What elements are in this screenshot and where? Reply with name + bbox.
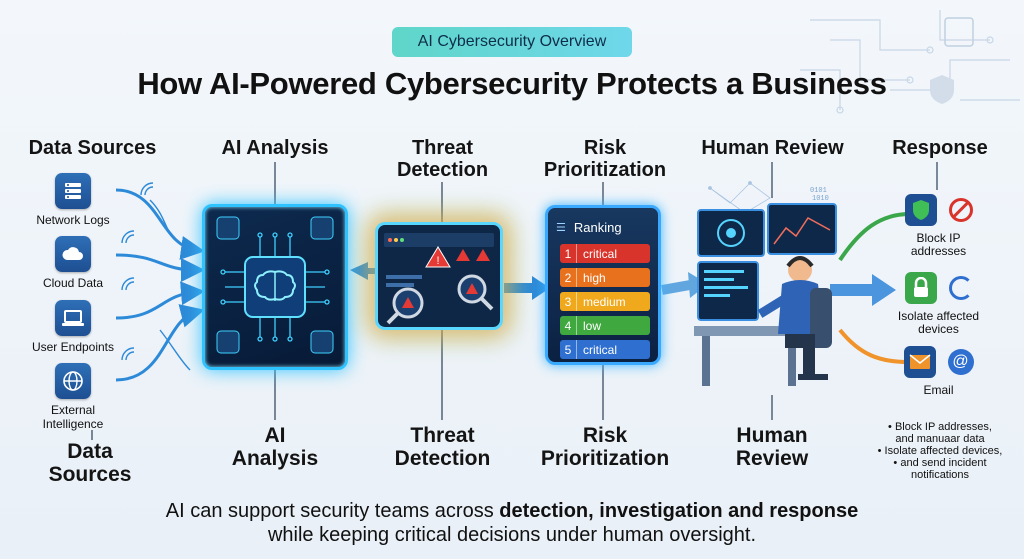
response-label: addresses	[910, 244, 967, 258]
stage-label-line: Risk	[583, 137, 627, 159]
response-icons: @	[886, 346, 991, 378]
source-external-intelligence: External Intelligence	[30, 363, 116, 431]
source-label: User Endpoints	[31, 340, 115, 354]
analyst-workstation-illustration: 0101 1010	[694, 181, 837, 386]
globe-icon	[55, 363, 91, 399]
ranking-row: 4 low	[560, 316, 650, 335]
bullet-line: notifications	[910, 469, 970, 481]
ranking-header-label: Ranking	[573, 219, 622, 235]
stage-label-line: Threat	[410, 424, 475, 447]
stage-label-line: Risk	[582, 424, 628, 447]
source-user-endpoints: User Endpoints	[22, 300, 124, 354]
ranking-level: critical	[583, 342, 618, 357]
threat-graphic: !	[384, 233, 494, 325]
ranking-row: 3 medium	[560, 292, 650, 311]
stage-label-line: Review	[735, 447, 809, 470]
circuit-decoration	[800, 10, 1020, 114]
response-label: devices	[918, 322, 959, 336]
bottom-label-risk-prioritization: Risk Prioritization	[530, 424, 680, 470]
source-label: Intelligence	[42, 417, 104, 431]
mail-icon	[903, 346, 936, 378]
stage-label-line: Threat	[411, 137, 474, 159]
overview-badge: AI Cybersecurity Overview	[392, 27, 632, 57]
response-block-ip: Block IP addresses	[886, 194, 991, 258]
response-bullet-list: • Block IP addresses, and manuaar data •…	[860, 421, 1020, 481]
stage-label-line: Detection	[396, 159, 489, 181]
menu-icon: ☰	[556, 221, 566, 234]
at-sign-icon: @	[947, 349, 974, 375]
response-icons	[886, 194, 991, 226]
ai-circuit-graphic	[216, 216, 334, 354]
response-label: Block IP	[916, 231, 961, 245]
stage-label-line: Sources	[48, 463, 132, 486]
block-icon	[948, 198, 973, 222]
shield-icon	[904, 194, 937, 226]
cloud-icon	[55, 236, 91, 272]
source-label: Cloud Data	[42, 276, 104, 290]
bottom-label-ai-analysis: AI Analysis	[215, 424, 335, 470]
source-label: External	[50, 403, 96, 417]
laptop-icon	[55, 300, 91, 336]
stage-label-line: Prioritization	[540, 447, 670, 470]
response-label: Isolate affected	[897, 309, 980, 323]
ranking-level: high	[583, 270, 606, 285]
threat-detection-panel: !	[375, 222, 503, 330]
svg-text:1010: 1010	[812, 195, 829, 203]
response-email: @ Email	[886, 346, 991, 397]
bullet-line: and manuaar data	[895, 433, 985, 445]
stage-label-line: Analysis	[231, 447, 319, 470]
footer-emphasis: detection, investigation and response	[499, 500, 859, 522]
stage-label-response: Response	[892, 137, 988, 159]
ranking-row: 5 critical	[560, 340, 650, 359]
ranking-level: critical	[583, 246, 618, 261]
stage-label-line: Data	[67, 440, 113, 463]
ranking-number: 5	[560, 340, 577, 359]
ranking-number: 2	[560, 268, 577, 287]
source-cloud-data: Cloud Data	[30, 236, 116, 290]
page-title: How AI-Powered Cybersecurity Protects a …	[137, 66, 887, 101]
ranking-row: 2 high	[560, 268, 650, 287]
stage-label-threat-detection: Threat Detection	[380, 137, 505, 181]
stage-label-data-sources: Data Sources	[28, 137, 157, 159]
stage-label-line: Detection	[394, 447, 491, 470]
ranking-number: 3	[560, 292, 577, 311]
ranking-level: medium	[583, 294, 626, 309]
ranking-level: low	[583, 318, 602, 333]
stage-label-line: AI	[264, 424, 286, 447]
footer-summary-line-1: AI can support security teams across det…	[0, 500, 1024, 523]
response-label: Email	[923, 383, 954, 397]
refresh-icon	[948, 276, 973, 300]
response-isolate-devices: Isolate affected devices	[882, 272, 995, 336]
bullet-line: • Isolate affected devices,	[877, 445, 1003, 457]
stage-label-human-review: Human Review	[701, 137, 844, 159]
response-icons	[882, 272, 995, 304]
ranking-number: 1	[560, 244, 577, 263]
source-network-logs: Network Logs	[30, 173, 116, 227]
footer-summary-line-2: while keeping critical decisions under h…	[267, 524, 757, 546]
bullet-line: • and send incident	[893, 457, 987, 469]
bottom-label-data-sources: Data Sources	[30, 440, 150, 486]
ranking-row: 1 critical	[560, 244, 650, 263]
ai-analysis-panel	[202, 204, 348, 370]
footer-text: AI can support security teams across	[165, 500, 500, 522]
risk-ranking-panel: ☰ Ranking 1 critical 2 high 3 medium 4 low 5 crit…	[545, 205, 661, 365]
bottom-label-human-review: Human Review	[712, 424, 832, 470]
ranking-header: ☰ Ranking	[556, 218, 654, 236]
stage-label-line: Prioritization	[543, 159, 667, 181]
stage-label-line: Human	[736, 424, 808, 447]
lock-icon	[904, 272, 937, 304]
bullet-line: • Block IP addresses,	[888, 421, 992, 433]
svg-text:0101: 0101	[810, 187, 827, 195]
source-label: Network Logs	[36, 213, 110, 227]
bottom-label-threat-detection: Threat Detection	[380, 424, 505, 470]
brain-icon	[254, 270, 296, 301]
ranking-number: 4	[560, 316, 577, 335]
warning-icon: !	[425, 246, 451, 268]
stage-label-risk-prioritization: Risk Prioritization	[530, 137, 680, 181]
svg-text:!: !	[436, 255, 439, 267]
analyst-figure	[757, 256, 832, 380]
stage-label-ai-analysis: AI Analysis	[221, 137, 329, 159]
server-icon	[55, 173, 91, 209]
